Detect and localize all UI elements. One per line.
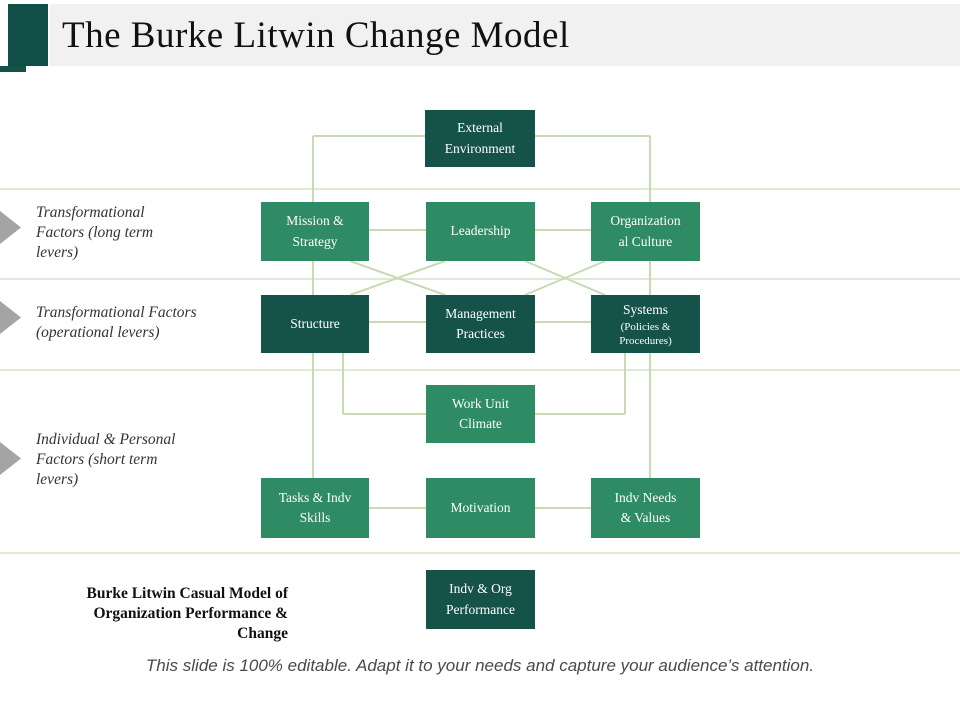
title-band xyxy=(50,4,960,66)
node-indv-needs-values: Indv Needs & Values xyxy=(591,478,700,538)
node-management-practices: Management Practices xyxy=(426,295,535,353)
section-divider xyxy=(0,278,960,280)
accent-square xyxy=(8,4,48,66)
node-systems: Systems(Policies & Procedures) xyxy=(591,295,700,353)
page-title: The Burke Litwin Change Model xyxy=(62,14,570,56)
node-systems-sublabel: (Policies & Procedures) xyxy=(619,320,672,348)
model-caption: Burke Litwin Casual Model of Organizatio… xyxy=(86,585,288,642)
section-divider xyxy=(0,188,960,190)
section-label-transformational-operational: Transformational Factors (operational le… xyxy=(36,304,197,341)
section-label-individual-personal: Individual & Personal Factors (short ter… xyxy=(36,431,176,488)
editable-note: This slide is 100% editable. Adapt it to… xyxy=(145,656,815,675)
node-mission-strategy: Mission & Strategy xyxy=(261,202,369,261)
node-organizational-culture: Organization al Culture xyxy=(591,202,700,261)
node-motivation: Motivation xyxy=(426,478,535,538)
node-leadership: Leadership xyxy=(426,202,535,261)
node-indv-org-performance: Indv & Org Performance xyxy=(426,570,535,629)
accent-strip xyxy=(0,66,26,72)
section-label-transformational-long-term: Transformational Factors (long term leve… xyxy=(36,204,154,261)
node-structure: Structure xyxy=(261,295,369,353)
node-tasks-indv-skills: Tasks & Indv Skills xyxy=(261,478,369,538)
node-work-unit-climate: Work Unit Climate xyxy=(426,385,535,443)
section-divider xyxy=(0,552,960,554)
node-external-environment: External Environment xyxy=(425,110,535,167)
section-divider xyxy=(0,369,960,371)
